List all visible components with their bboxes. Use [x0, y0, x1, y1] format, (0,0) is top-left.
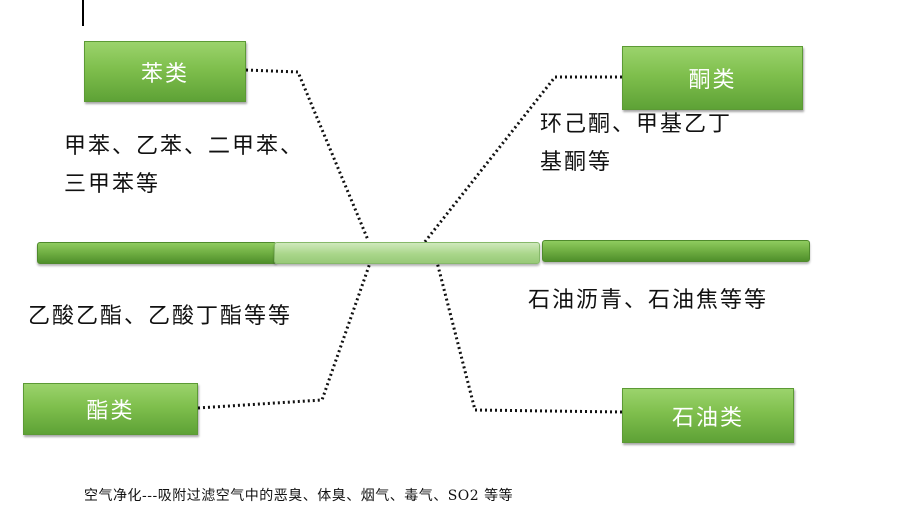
- ester-category-box: 酯类: [23, 383, 198, 435]
- ketone-examples-line-2: 基酮等: [540, 150, 613, 175]
- petroleum-category-label: 石油类: [671, 405, 744, 431]
- axis-bar-left: [37, 242, 277, 264]
- axis-bar-right: [542, 240, 810, 262]
- axis-bar-center: [274, 242, 540, 264]
- benzene-examples-line-2: 三甲苯等: [64, 172, 161, 197]
- ester-category-label: 酯类: [86, 399, 135, 424]
- petroleum-category-box: 石油类: [622, 388, 794, 443]
- benzene-category-box: 苯类: [84, 41, 246, 102]
- footer-caption: 空气净化---吸附过滤空气中的恶臭、体臭、烟气、毒气、SO2 等等: [84, 488, 514, 504]
- ketone-category-box: 酮类: [622, 46, 803, 110]
- text-cursor: [82, 0, 84, 26]
- ketone-connector: [418, 75, 622, 249]
- ketone-examples-line-1: 环己酮、甲基乙丁: [540, 112, 733, 137]
- ketone-category-label: 酮类: [688, 68, 737, 93]
- benzene-examples-line-1: 甲苯、乙苯、二甲苯、: [64, 134, 305, 159]
- ester-connector: [197, 262, 372, 410]
- benzene-category-label: 苯类: [140, 61, 189, 87]
- ester-examples: 乙酸乙酯、乙酸丁酯等等: [28, 304, 293, 329]
- petroleum-examples: 石油沥青、石油焦等等: [528, 288, 769, 313]
